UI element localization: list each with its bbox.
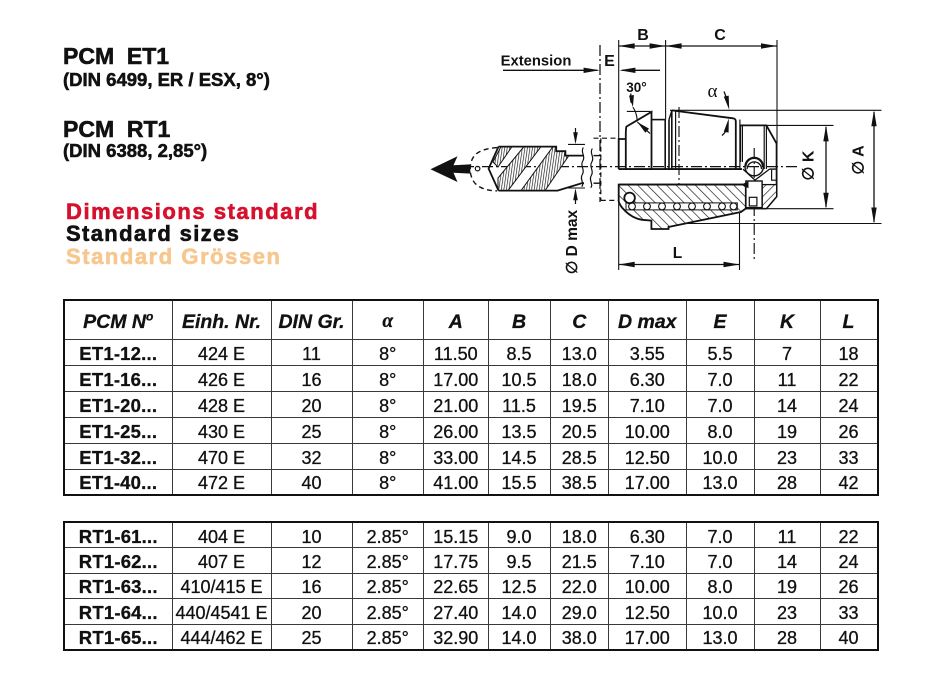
svg-text:C: C — [714, 27, 726, 44]
svg-text:L: L — [673, 245, 682, 262]
svg-text:∅ K: ∅ K — [801, 150, 818, 180]
svg-text:∅ D max: ∅ D max — [564, 209, 581, 274]
svg-text:30°: 30° — [626, 80, 646, 95]
svg-text:∅ A: ∅ A — [851, 145, 868, 175]
svg-text:B: B — [637, 27, 649, 44]
svg-text:Extension: Extension — [501, 54, 572, 70]
svg-text:E: E — [604, 53, 615, 70]
svg-text:α: α — [708, 81, 718, 102]
